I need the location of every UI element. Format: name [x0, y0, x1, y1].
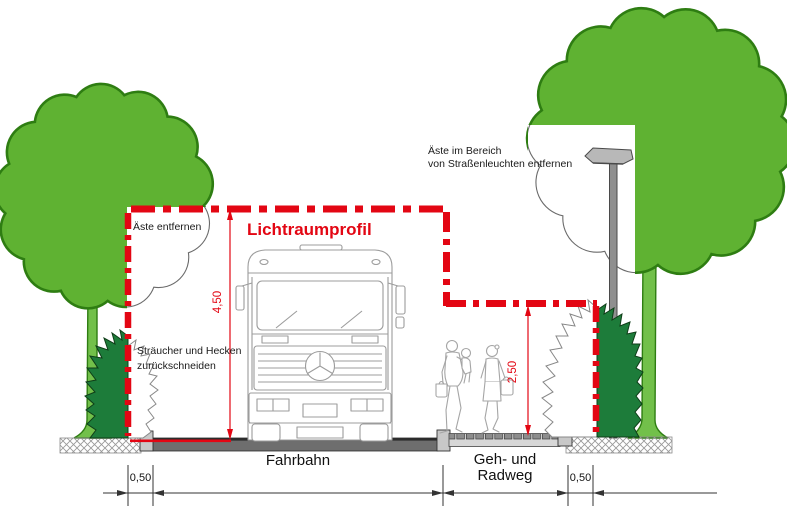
pedestrian-woman: [480, 344, 514, 434]
shrub-left-remaining: [84, 328, 129, 439]
man-bag-handle: [438, 380, 445, 385]
shrubs-note-line2: zurückschneiden: [137, 360, 216, 372]
clearance-profile-outline: [124, 205, 600, 443]
man-legs: [439, 385, 463, 434]
truck-vent-left: [261, 335, 289, 344]
path-label-line2: Radweg: [477, 467, 533, 484]
profile-bottom-edge: [130, 439, 231, 443]
lamp-head-underside: [592, 162, 624, 165]
width-dimensions: [103, 465, 717, 506]
shrub-left-cut-outline: [127, 338, 159, 439]
branches-note: Äste entfernen: [133, 221, 202, 233]
child-body: [461, 357, 472, 375]
dim-arrow-2-50-top: [525, 305, 531, 316]
kerb-road-sidewalk: [436, 429, 451, 452]
woman-hair-bun: [494, 344, 500, 350]
sidewalk-paving: [449, 434, 560, 442]
dim-label-verge-left: 0,50: [129, 472, 152, 484]
dim-label-2-50: 2,50: [507, 360, 519, 384]
truck-visor-vent-left: [259, 258, 269, 266]
woman-bag-handle: [502, 376, 511, 381]
shrub-right-remaining: [596, 302, 644, 438]
pedestrian-man-with-child: [435, 339, 472, 434]
dim-arrow-2-50-bottom: [525, 425, 531, 436]
path-label-line1: Geh- und: [473, 451, 537, 468]
woman-skirt: [482, 381, 502, 402]
truck-mirror-right: [395, 285, 406, 315]
dim-arrowheads: [117, 490, 604, 496]
pedestrians: [435, 339, 514, 434]
woman-arms: [480, 360, 506, 379]
man-bag: [435, 383, 448, 398]
child-legs: [463, 371, 471, 384]
dim-arrow-4-50-top: [227, 209, 233, 220]
woman-head: [485, 344, 499, 358]
height-dimensions: [227, 209, 531, 440]
dim-label-verge-right: 0,50: [569, 472, 592, 484]
streetlight-note-line2: von Straßenleuchten entfernen: [428, 158, 573, 170]
tree-left: [0, 82, 215, 439]
truck: [235, 244, 406, 442]
truck-spot-mirror: [395, 316, 405, 329]
woman-torso: [484, 357, 501, 383]
truck-underbody: [296, 426, 344, 439]
truck-license-plate: [302, 403, 338, 418]
man-head: [445, 339, 459, 353]
shrubs: [84, 298, 644, 439]
truck-wheel-left: [251, 423, 281, 442]
verge-ground-right: [565, 436, 673, 454]
truck-wheel-right: [359, 423, 389, 442]
truck-mirror-arms: [241, 282, 399, 287]
dim-label-4-50: 4,50: [212, 290, 224, 314]
truck-visor-vent-right: [371, 258, 381, 266]
shrubs-note-line1: Sträucher und Hecken: [137, 345, 242, 357]
woman-legs: [481, 400, 500, 434]
truck-wipers: [275, 310, 363, 329]
truck-windshield: [256, 280, 384, 331]
tree-right: [525, 6, 787, 439]
road-label: Fahrbahn: [265, 452, 331, 469]
clearance-profile-title: Lichtraumprofil: [247, 220, 372, 239]
truck-mercedes-star: [307, 352, 333, 374]
streetlight-note-line1: Äste im Bereich: [428, 145, 502, 157]
verge-ground-left: [59, 437, 142, 454]
man-torso: [444, 351, 464, 387]
shrub-right-cut-outline: [541, 298, 598, 438]
lamp-head: [584, 147, 634, 165]
truck-vent-right: [351, 335, 379, 344]
child-head: [460, 347, 472, 359]
woman-bag: [500, 379, 514, 396]
truck-mirror-left: [235, 285, 245, 311]
dim-arrow-4-50-bottom: [227, 429, 233, 440]
man-arm-right: [441, 355, 448, 384]
truck-roof-hatch: [299, 244, 343, 251]
